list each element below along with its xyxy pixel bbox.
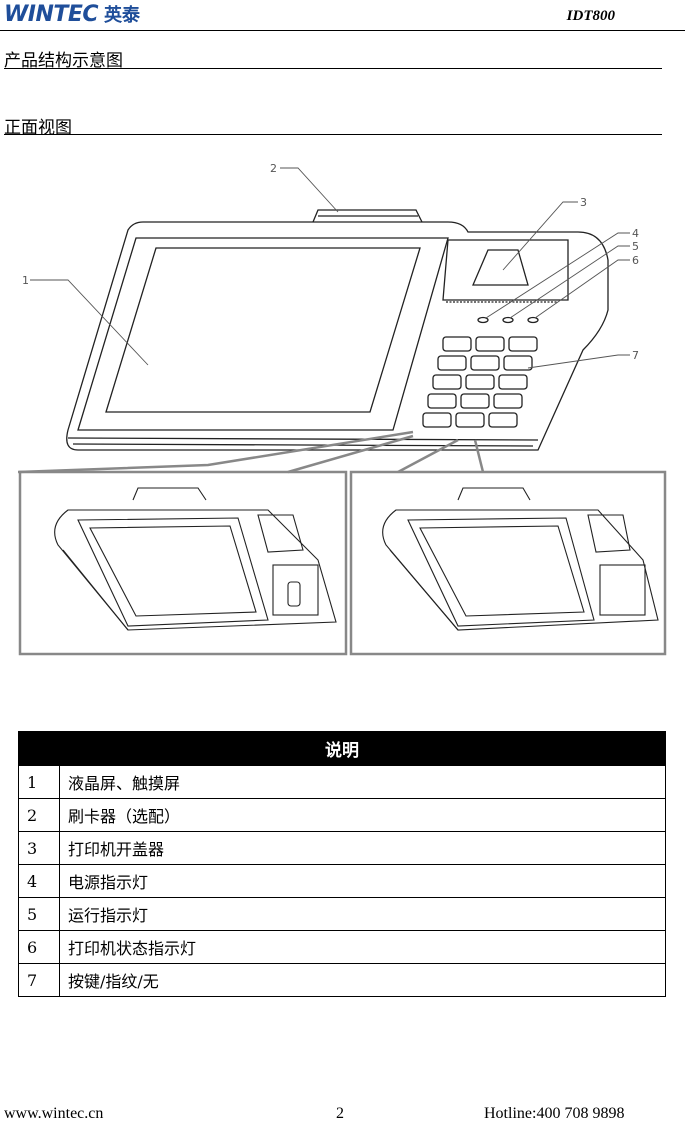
row-number: 4: [18, 864, 60, 898]
company-logo: WINTEC 英泰: [4, 0, 140, 28]
footer-page-number: 2: [336, 1105, 344, 1122]
row-description: 运行指示灯: [59, 897, 666, 931]
row-description: 刷卡器（选配）: [59, 798, 666, 832]
screen-bezel: [77, 237, 449, 431]
product-structure-drawing: 1 2 3 4 5 6 7: [18, 162, 667, 656]
row-number: 7: [18, 963, 60, 997]
callout-4: 4: [632, 227, 639, 240]
power-led: [477, 316, 489, 324]
card-reader: [312, 209, 423, 223]
structure-title: 产品结构示意图: [4, 51, 123, 71]
row-description: 电源指示灯: [59, 864, 666, 898]
row-description: 按键/指纹/无: [59, 963, 666, 997]
structure-title-rule: [4, 68, 662, 69]
model-name: IDT800: [566, 8, 615, 24]
logo-text: WINTEC: [4, 1, 99, 27]
callout-2: 2: [270, 162, 277, 175]
variant-fingerprint-box: [18, 470, 348, 656]
footer-hotline: Hotline:400 708 9898: [484, 1105, 625, 1122]
callout-5: 5: [632, 240, 639, 253]
row-description: 打印机开盖器: [59, 831, 666, 865]
header-rule: [0, 30, 685, 31]
printer-block: [442, 239, 569, 301]
row-number: 3: [18, 831, 60, 865]
variant-blank-box: [349, 470, 667, 656]
run-led: [502, 316, 514, 324]
callout-6: 6: [632, 254, 639, 267]
row-number: 1: [18, 765, 60, 799]
callout-7: 7: [632, 349, 639, 362]
printer-led: [527, 316, 539, 324]
row-number: 6: [18, 930, 60, 964]
callout-3: 3: [580, 196, 587, 209]
row-description: 液晶屏、触摸屏: [59, 765, 666, 799]
printer-opener: [472, 249, 529, 286]
front-view-title: 正面视图: [4, 118, 72, 138]
variant-fingerprint-drawing: [54, 487, 337, 631]
lcd-screen: [105, 247, 421, 413]
callout-1: 1: [22, 274, 29, 287]
row-number: 5: [18, 897, 60, 931]
logo-cn-text: 英泰: [104, 5, 141, 26]
keypad: [422, 336, 538, 428]
row-number: 2: [18, 798, 60, 832]
variant-blank-drawing: [382, 487, 659, 631]
front-view-title-rule: [4, 134, 662, 135]
row-description: 打印机状态指示灯: [59, 930, 666, 964]
device-body: [66, 221, 609, 451]
footer-website: www.wintec.cn: [4, 1105, 104, 1122]
table-header: 说明: [18, 731, 666, 766]
